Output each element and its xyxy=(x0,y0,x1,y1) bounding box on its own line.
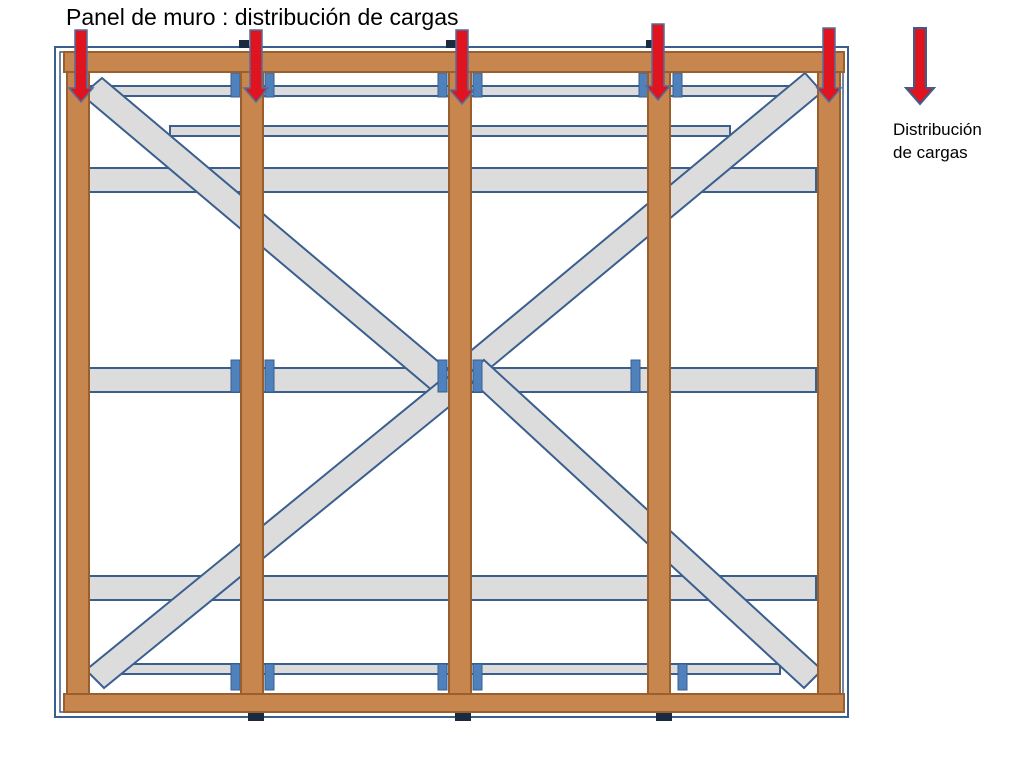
top-clips xyxy=(239,40,656,48)
bracket xyxy=(230,359,241,393)
bracket xyxy=(437,663,448,691)
bracket xyxy=(672,72,683,98)
diagonal-braces xyxy=(80,71,824,690)
bracket xyxy=(264,663,275,691)
bracket xyxy=(472,663,483,691)
stud-4 xyxy=(647,63,671,697)
top-plate xyxy=(63,51,845,73)
legend-line-2: de cargas xyxy=(893,143,968,162)
bottom-clips xyxy=(248,713,672,721)
stud-5 xyxy=(817,63,841,697)
clip xyxy=(446,40,456,48)
bracket xyxy=(472,72,483,98)
brace-bottom-left xyxy=(84,374,468,690)
load-arrow-icon xyxy=(644,23,672,102)
stud-3 xyxy=(448,63,472,697)
clip xyxy=(239,40,249,48)
load-arrows xyxy=(67,23,843,106)
bracket xyxy=(230,663,241,691)
brace-top-right xyxy=(447,71,824,390)
bracket xyxy=(437,72,448,98)
legend-line-1: Distribución xyxy=(893,120,982,139)
wood-studs xyxy=(66,63,841,697)
load-arrow-icon xyxy=(448,29,476,106)
bracket xyxy=(630,359,641,393)
bracket xyxy=(677,663,688,691)
clip xyxy=(656,713,672,721)
bracket xyxy=(264,72,275,98)
clip xyxy=(455,713,471,721)
clip xyxy=(646,40,656,48)
load-arrow-icon xyxy=(242,29,270,104)
bracket xyxy=(638,72,649,98)
bracket xyxy=(230,72,241,98)
legend-label: Distribución de cargas xyxy=(893,118,982,164)
stud-1 xyxy=(66,63,90,697)
stud-2 xyxy=(240,63,264,697)
brace-bottom-right xyxy=(464,358,824,690)
load-arrow-icon xyxy=(67,29,95,104)
bottom-plate xyxy=(63,693,845,713)
bracket xyxy=(472,359,483,393)
page-title: Panel de muro : distribución de cargas xyxy=(66,4,459,30)
bracket xyxy=(437,359,448,393)
load-arrow-icon xyxy=(815,27,843,104)
bracket xyxy=(264,359,275,393)
clip xyxy=(248,713,264,721)
down-arrow-icon xyxy=(903,27,937,106)
